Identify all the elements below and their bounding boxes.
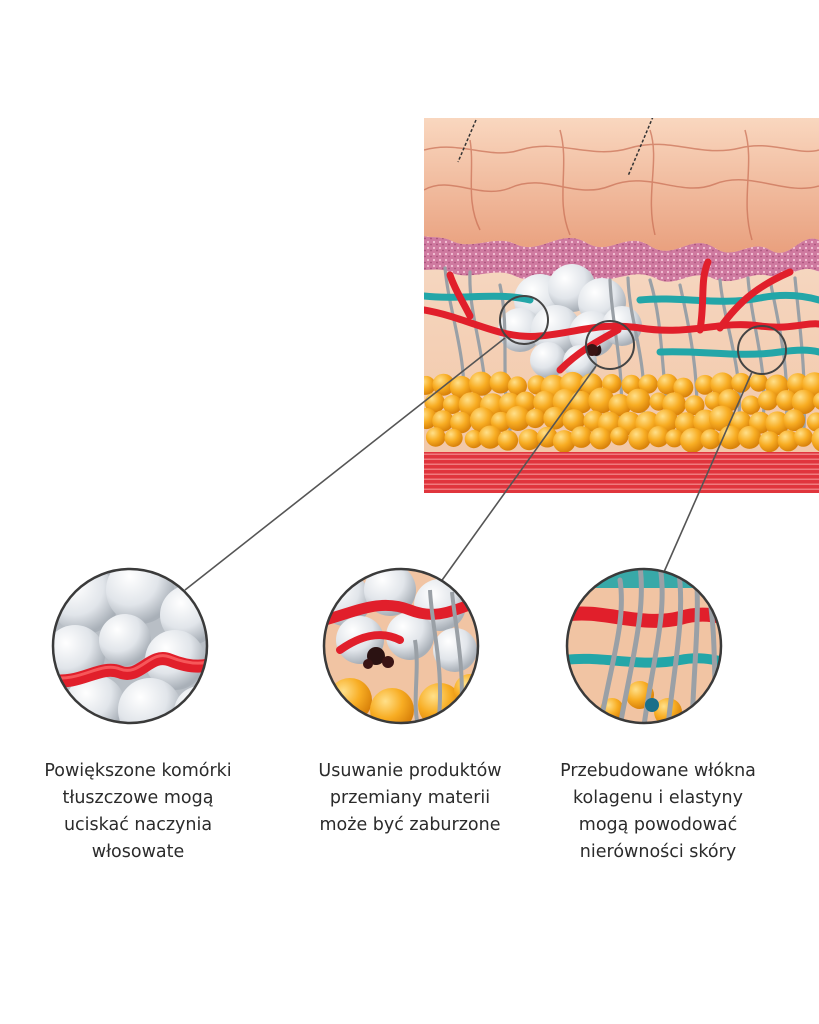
- fat-globule: [569, 390, 593, 414]
- caption-line: uciskać naczynia: [63, 815, 213, 835]
- fat-globule: [442, 395, 462, 414]
- caption-line: Powiększone komórki: [44, 761, 232, 781]
- fat-globule: [648, 426, 670, 448]
- fat-globule: [602, 374, 622, 394]
- caption-line: nierówności skóry: [579, 842, 737, 862]
- fat-globule: [765, 411, 790, 436]
- fat-globule: [700, 429, 721, 450]
- caption-line: Przebudowane włókna: [560, 761, 756, 781]
- caption-rebuilt-fibers: Przebudowane włókna kolagenu i elastyny …: [533, 758, 783, 866]
- fat-globule: [628, 427, 651, 450]
- fat-globule: [791, 389, 817, 414]
- fat-globule: [777, 430, 799, 452]
- fat-globule: [562, 409, 585, 432]
- fat-globule: [626, 388, 651, 413]
- hair-strand: [627, 118, 654, 177]
- fat-globule: [464, 430, 483, 449]
- fat-globule: [811, 427, 819, 452]
- fat-globule: [525, 408, 545, 429]
- fat-globule: [608, 393, 632, 417]
- fat-globule: [684, 395, 705, 416]
- papillary-dermis-band: [424, 236, 819, 282]
- caption-waste-removal: Usuwanie produktów przemiany materii moż…: [285, 758, 535, 839]
- fat-globule: [776, 390, 797, 411]
- fat-globule: [718, 425, 743, 450]
- highlight-ring-fat-cells: [499, 295, 549, 345]
- leader-lines: [184, 337, 753, 591]
- fat-globule: [793, 427, 813, 447]
- caption-line: mogą powodować: [578, 815, 738, 835]
- hair-strand: [457, 119, 477, 163]
- fat-globule: [450, 411, 472, 434]
- fat-globule: [759, 431, 780, 453]
- fat-globule: [704, 391, 723, 411]
- fat-globule: [783, 409, 806, 432]
- fat-globule: [610, 427, 629, 446]
- fat-globule: [489, 371, 512, 394]
- fat-globule: [507, 376, 527, 396]
- skin-cross-section: [424, 118, 819, 493]
- fat-globule: [738, 425, 761, 449]
- compressed-capillary: [53, 652, 207, 688]
- fat-globule: [543, 406, 567, 430]
- fat-globule: [444, 428, 463, 447]
- subcutaneous-fat-layer: [424, 371, 819, 453]
- fat-globule: [813, 392, 819, 410]
- fat-globule: [718, 389, 741, 412]
- fat-globule: [695, 374, 715, 395]
- fat-globule: [731, 372, 751, 393]
- caption-line: tłuszczowe mogą: [62, 788, 214, 808]
- fat-globule: [589, 427, 612, 450]
- fat-globule: [478, 425, 502, 449]
- fat-globule: [741, 395, 761, 415]
- fat-globule: [469, 371, 494, 396]
- caption-line: kolagenu i elastyny: [573, 788, 743, 808]
- fat-globule: [518, 429, 540, 451]
- fat-globule: [757, 390, 779, 411]
- fat-globule: [497, 430, 519, 451]
- fat-globule: [505, 406, 531, 431]
- fat-globule: [424, 375, 436, 395]
- zoom-circle-fat-cells: [51, 567, 209, 725]
- zoom-circle-fibers: [565, 567, 723, 725]
- fat-globule: [425, 427, 446, 447]
- zoom-circle-waste-removal: [322, 567, 480, 725]
- caption-line: Usuwanie produktów: [318, 761, 502, 781]
- muscle-layer: [424, 452, 819, 493]
- fat-globule: [570, 426, 593, 448]
- fat-globule: [432, 410, 454, 432]
- fat-globule: [680, 428, 705, 453]
- leader-line-3: [663, 371, 753, 573]
- fat-globule: [657, 373, 678, 395]
- caption-line: przemiany materii: [329, 788, 491, 808]
- fat-globule: [638, 374, 658, 394]
- fat-globule: [673, 377, 694, 398]
- fat-globule: [665, 429, 684, 448]
- fat-globule: [588, 387, 615, 414]
- waste-deposit: [586, 344, 598, 356]
- fat-globule: [749, 373, 768, 392]
- highlight-ring-waste: [585, 320, 635, 370]
- leader-line-2: [439, 365, 597, 584]
- caption-line: może być zaburzone: [319, 815, 501, 835]
- leader-line-1: [184, 337, 506, 591]
- caption-enlarged-fat-cells: Powiększone komórki tłuszczowe mogą ucis…: [13, 758, 263, 866]
- caption-line: włosowate: [91, 842, 185, 862]
- fat-globule: [552, 430, 576, 453]
- highlight-ring-fibers: [737, 325, 787, 375]
- epidermis-texture: [424, 129, 819, 241]
- epidermis-layer: [424, 118, 819, 253]
- fat-globule: [806, 412, 819, 432]
